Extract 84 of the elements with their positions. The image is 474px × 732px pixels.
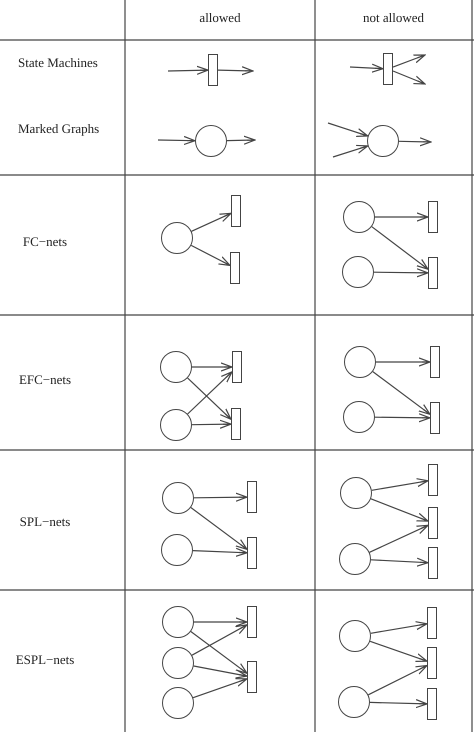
arrow [370,498,429,522]
arrow [226,136,256,145]
arrow [168,66,209,75]
row-header: Marked Graphs [18,120,100,138]
transition-bar [232,351,242,383]
transition-bar [247,606,257,638]
arrow [376,357,431,367]
place-circle [343,201,375,233]
row-header: State Machines [18,54,99,72]
arrow [187,378,232,420]
transition-bar [428,547,438,579]
transition-bar [427,607,437,639]
arrow [194,492,248,502]
arrow [375,212,429,222]
arrow [372,371,431,415]
arrow [372,478,429,491]
column-header: not allowed [362,9,425,27]
arrow [158,136,196,146]
place-circle [162,482,194,514]
transition-bar [428,257,438,289]
place-circle [162,687,194,719]
transition-bar [208,54,218,86]
arrow [192,420,232,429]
arrow [218,66,254,76]
row-header: SPL−nets [18,513,72,531]
place-circle [161,534,193,566]
place-circle [162,606,194,638]
arrow [370,558,429,567]
place-circle [339,543,371,575]
transition-bar [230,252,240,284]
transition-bar [231,195,241,227]
arrow [192,548,248,557]
arrow [192,362,233,372]
place-circle [339,620,371,652]
place-circle [342,256,374,288]
transition-bar [430,346,440,378]
column-header: allowed [198,9,242,27]
transition-bar [427,647,437,679]
arrow [371,226,429,270]
place-circle [343,401,375,433]
arrow [350,64,384,73]
transition-bar [247,661,257,693]
arrow [332,144,368,158]
arrow [368,664,428,696]
transition-bar [427,688,437,720]
arrow [398,137,432,146]
transition-bar [231,408,241,440]
arrow [375,413,431,422]
arrow [194,665,248,679]
transition-bar [430,402,440,434]
arrow [328,122,368,137]
place-circle [367,125,399,157]
row-header: ESPL−nets [14,651,76,669]
arrow [370,699,428,708]
transition-bar [383,53,393,85]
arrow [369,524,429,553]
transition-bar [247,481,257,513]
arrow [187,371,233,414]
place-circle [162,647,194,679]
arrow [392,70,426,85]
transition-bar [428,201,438,233]
arrow [190,244,231,266]
arrow [192,678,248,698]
row-header: EFC−nets [18,371,72,389]
place-circle [160,409,192,441]
transition-bar [428,507,438,539]
arrow [374,268,429,278]
place-circle [344,346,376,378]
transition-bar [428,464,438,496]
place-circle [340,477,372,509]
place-circle [195,125,227,157]
arrow [191,212,232,232]
arrow [192,624,248,656]
transition-bar [247,537,257,569]
arrow [370,640,428,662]
place-circle [160,351,192,383]
arrow [194,617,248,627]
arrow [190,631,248,674]
arrow [392,54,426,68]
arrow [190,507,248,550]
place-circle [161,222,193,254]
row-header: FC−nets [22,233,68,251]
arrow [370,621,428,634]
place-circle [338,686,370,718]
